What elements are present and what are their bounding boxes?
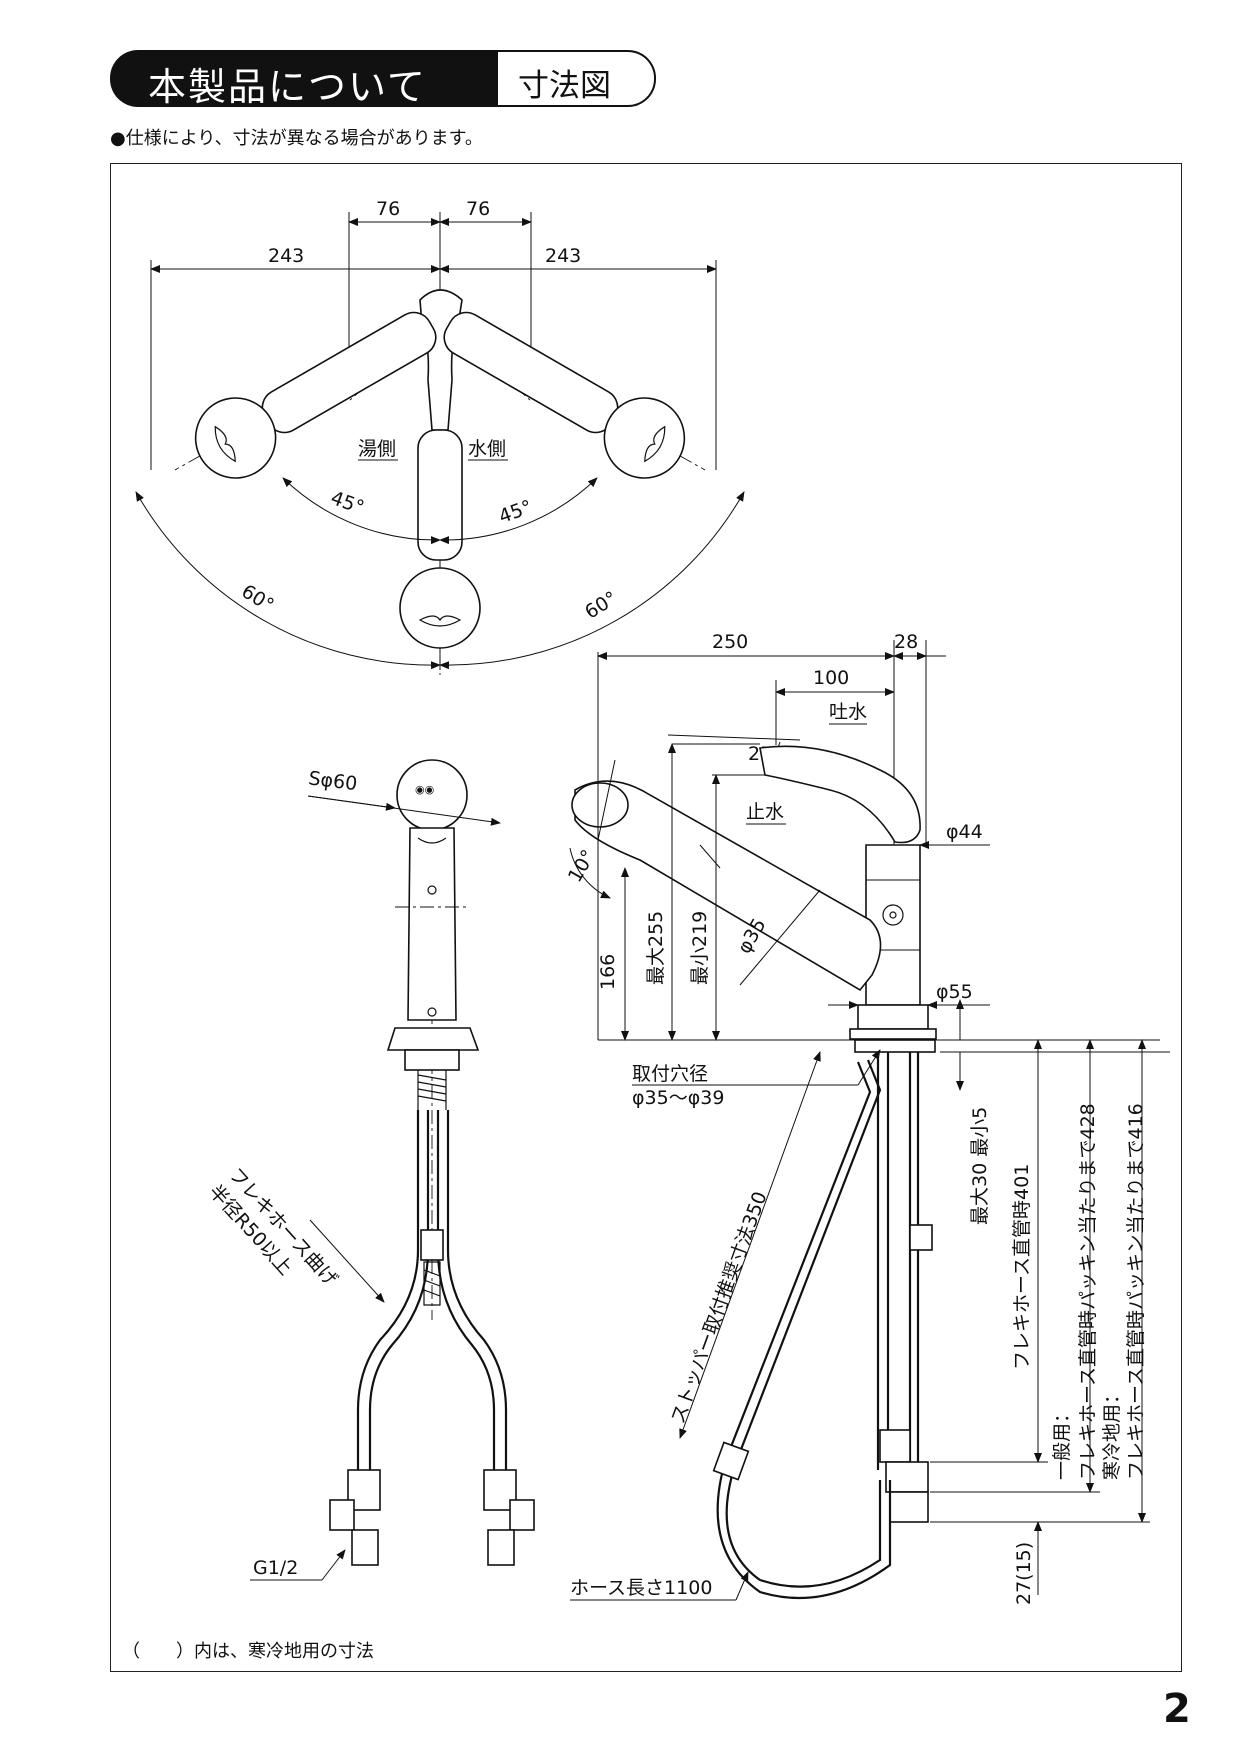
cold-packing-label: フレキホース直管時パッキン当たりまで416 [1125, 1103, 1147, 1480]
side-view: 250 28 100 吐水 25° 止水 10° [564, 631, 1170, 1605]
stop-label: 止水 [746, 801, 784, 823]
height-max255: 最大255 [645, 911, 667, 985]
cold-side-label: 水側 [468, 438, 506, 460]
hose-straight-label: フレキホース直管時401 [1011, 1164, 1033, 1370]
spec-note: ●仕様により、寸法が異なる場合があります。 [110, 128, 483, 149]
general-packing-label: フレキホース直管時パッキン当たりまで428 [1077, 1103, 1099, 1480]
angle-60-left: 60° [237, 580, 277, 617]
height-min219: 最小219 [689, 911, 711, 985]
drawing-frame [110, 163, 1182, 1672]
dim-76-right: 76 [466, 198, 490, 220]
dim-27-15: 27(15) [1013, 1542, 1035, 1605]
hot-side-label: 湯側 [358, 438, 396, 460]
height-166: 166 [597, 954, 619, 990]
mount-hole-label: 取付穴径 [632, 1063, 708, 1085]
dia-55-label: φ55 [936, 981, 973, 1003]
dim-100: 100 [813, 667, 849, 689]
mount-hole-value: φ35～φ39 [632, 1087, 724, 1109]
sphere-dia-label: Sφ60 [307, 767, 358, 795]
dim-243-left: 243 [268, 245, 304, 267]
dim-243-right: 243 [545, 245, 581, 267]
header-subtitle: 寸法図 [518, 68, 611, 104]
mount-thickness-label: 最大30 最小5 [969, 1107, 991, 1225]
header-title: 本製品について [148, 65, 427, 109]
footnote: （ ）内は、寒冷地用の寸法 [122, 1641, 374, 1662]
top-view: 76 76 243 243 湯側 [135, 198, 745, 675]
angle-60-right: 60° [581, 587, 621, 624]
spout-label: 吐水 [829, 701, 867, 723]
hose-length-label: ホース長さ1100 [570, 1577, 712, 1599]
stopper-dim-label: ストッパー取付推奨寸法350 [667, 1189, 772, 1427]
dim-250: 250 [712, 631, 748, 653]
cold-region-label: 寒冷地用： [1101, 1385, 1123, 1480]
dia-44-label: φ44 [946, 821, 983, 843]
header-title-block: 本製品について [110, 50, 502, 109]
header-subtitle-block: 寸法図 [498, 50, 656, 107]
angle-10: 10° [564, 846, 600, 886]
front-view: ◉◉ Sφ60 フレキホース曲げ 半径R50以上 [204, 759, 535, 1581]
front-dial-mark: ◉◉ [415, 783, 434, 796]
general-use-label: 一般用： [1051, 1404, 1073, 1480]
thread-label: G1/2 [253, 1557, 298, 1579]
page-number: 2 [1163, 1686, 1191, 1732]
dim-28: 28 [894, 631, 918, 653]
dim-76-left: 76 [376, 198, 400, 220]
page-header: 本製品について 寸法図 [110, 50, 658, 109]
